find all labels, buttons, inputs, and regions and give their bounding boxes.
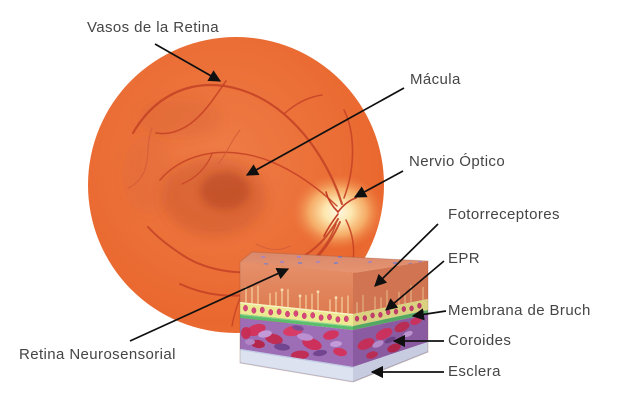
- macula-spot: [162, 158, 266, 236]
- epr-layer: [239, 299, 428, 326]
- arrow-vasos-retina: [154, 43, 222, 82]
- choroid-layer: [240, 314, 428, 367]
- retina-layers-block: [239, 251, 429, 383]
- arrow-fotorreceptores: [374, 223, 439, 287]
- arrow-membrana-bruch: [411, 308, 447, 321]
- annotation-arrows: [129, 43, 447, 379]
- label-membrana-de-bruch: Membrana de Bruch: [448, 302, 591, 319]
- photoreceptors-layer: [240, 261, 428, 314]
- label-macula: Mácula: [410, 71, 461, 88]
- label-epr: EPR: [448, 250, 481, 267]
- label-nervio-optico: Nervio Óptico: [409, 153, 506, 170]
- bruch-membrane: [239, 310, 428, 330]
- label-fotorreceptores: Fotorreceptores: [448, 206, 560, 223]
- label-coroides: Coroides: [448, 332, 512, 349]
- label-esclera: Esclera: [448, 363, 501, 380]
- arrow-macula: [245, 87, 405, 176]
- label-vasos-retina: Vasos de la Retina: [87, 19, 219, 36]
- label-retina-neurosensorial: Retina Neurosensorial: [19, 346, 176, 363]
- arrow-retina-neurosensorial: [129, 267, 290, 342]
- arrow-epr: [385, 260, 445, 311]
- arrow-nervio-optico: [353, 170, 404, 198]
